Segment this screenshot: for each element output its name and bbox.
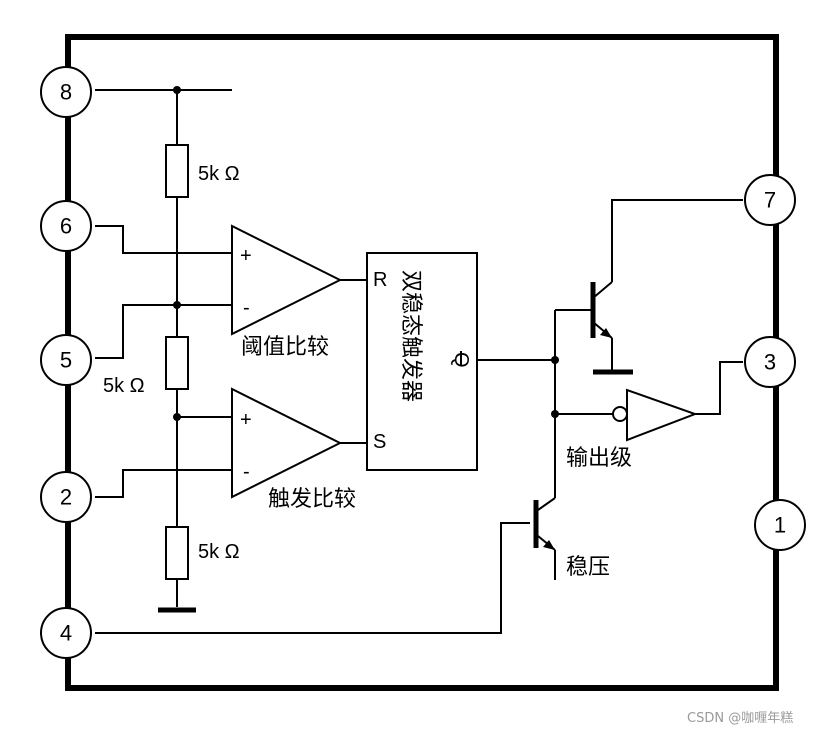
threshold-minus-sign: -	[243, 297, 250, 319]
resistor-middle-label: 5k Ω	[103, 375, 145, 397]
threshold-plus-sign: +	[240, 245, 252, 267]
wire-pin7	[611, 199, 743, 282]
trigger-minus-sign: -	[243, 461, 250, 483]
discharge-emitter-arrow	[600, 328, 612, 338]
pin-4: 4	[40, 607, 92, 659]
pin-8-label: 8	[60, 80, 72, 105]
pin-4-label: 4	[60, 621, 72, 646]
pin-1-label: 1	[774, 513, 786, 538]
output-inverter-bubble	[612, 406, 628, 422]
wire-pin4	[95, 522, 530, 634]
pin-3: 3	[744, 336, 796, 388]
wire-pin2	[95, 469, 232, 498]
trigger-plus-sign: +	[240, 409, 252, 431]
pin-2-label: 2	[60, 485, 72, 510]
pin-2: 2	[40, 471, 92, 523]
pin-3-label: 3	[764, 350, 776, 375]
wire-regulator-collector	[537, 497, 556, 511]
resistor-middle	[165, 336, 189, 390]
pin-6: 6	[40, 200, 92, 252]
flipflop-r-label: R	[373, 269, 387, 291]
pin-8: 8	[40, 66, 92, 118]
flipflop-label: 双稳态触发器	[398, 270, 423, 402]
pin-1: 1	[754, 499, 806, 551]
flipflop-s-label: S	[373, 431, 386, 453]
wire-pin6	[95, 225, 232, 254]
trigger-comparator-label: 触发比较	[268, 487, 356, 512]
resistor-top	[165, 144, 189, 198]
wire-pin5	[95, 304, 177, 359]
regulator-label: 稳压	[566, 555, 610, 580]
flipflop-box	[366, 252, 478, 471]
threshold-comparator-label: 阈值比较	[241, 335, 329, 360]
resistor-bottom-label: 5k Ω	[198, 541, 240, 563]
pin-5-label: 5	[60, 348, 72, 373]
pin-6-label: 6	[60, 214, 72, 239]
pin-5: 5	[40, 334, 92, 386]
pin-7: 7	[744, 174, 796, 226]
resistor-top-label: 5k Ω	[198, 163, 240, 185]
discharge-transistor-collector	[592, 281, 613, 299]
watermark: CSDN @咖喱年糕	[687, 711, 793, 726]
output-stage-label: 输出级	[566, 446, 632, 471]
resistor-bottom	[165, 526, 189, 580]
pin-7-label: 7	[764, 188, 776, 213]
regulator-emitter-arrow	[543, 540, 555, 550]
output-buffer	[626, 388, 698, 442]
wire-pin3	[695, 361, 743, 415]
threshold-comparator	[231, 224, 343, 336]
trigger-comparator	[231, 387, 343, 499]
